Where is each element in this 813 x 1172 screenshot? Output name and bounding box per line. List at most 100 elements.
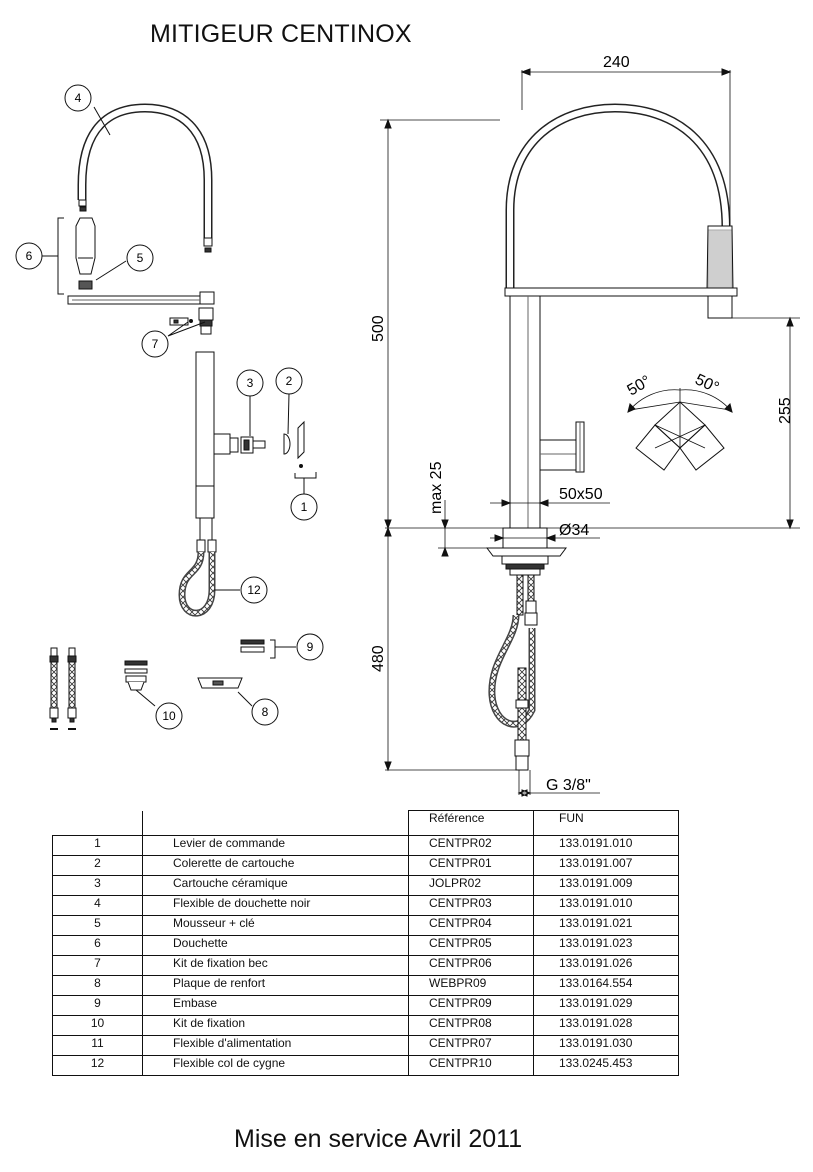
callout-5: 5 (126, 244, 154, 272)
fixation-parts (124, 660, 148, 691)
svg-text:12: 12 (247, 583, 261, 597)
part-description: Plaque de renfort (142, 974, 409, 996)
header-reference: Référence (408, 810, 534, 836)
part-description: Cartouche céramique (142, 874, 409, 896)
part-reference: CENTPR08 (408, 1014, 534, 1036)
part-number: 3 (52, 874, 143, 896)
dim-square: 50x50 (559, 486, 603, 503)
part-description: Flexible d'alimentation (142, 1034, 409, 1056)
dim-base-max: max 25 (428, 461, 445, 514)
part-number: 1 (52, 834, 143, 856)
footer-text: Mise en service Avril 2011 (234, 1125, 523, 1153)
part-fun-code: 133.0191.029 (533, 994, 679, 1016)
part-number: 4 (52, 894, 143, 916)
svg-text:10: 10 (162, 709, 176, 723)
part-reference: CENTPR05 (408, 934, 534, 956)
collar (283, 433, 291, 455)
aerator (78, 280, 93, 290)
lever (297, 420, 305, 460)
callout-12: 12 (240, 576, 268, 604)
svg-text:4: 4 (75, 91, 82, 105)
callout-6: 6 (15, 242, 43, 270)
part-reference: JOLPR02 (408, 874, 534, 896)
part-number: 5 (52, 914, 143, 936)
part-reference: CENTPR07 (408, 1034, 534, 1056)
svg-text:1: 1 (301, 500, 308, 514)
part-number: 12 (52, 1054, 143, 1076)
svg-text:5: 5 (137, 251, 144, 265)
part-fun-code: 133.0191.023 (533, 934, 679, 956)
dim-spout-height: 255 (777, 397, 794, 424)
part-fun-code: 133.0245.453 (533, 1054, 679, 1076)
part-number: 2 (52, 854, 143, 876)
part-reference: WEBPR09 (408, 974, 534, 996)
part-description: Colerette de cartouche (142, 854, 409, 876)
assembled-view (380, 68, 800, 797)
part-number: 7 (52, 954, 143, 976)
callout-10: 10 (155, 702, 183, 730)
part-description: Kit de fixation (142, 1014, 409, 1036)
callout-4: 4 (64, 84, 92, 112)
assembled-body (509, 295, 541, 529)
part-fun-code: 133.0191.010 (533, 834, 679, 856)
part-reference: CENTPR10 (408, 1054, 534, 1076)
part-fun-code: 133.0191.021 (533, 914, 679, 936)
part-description: Kit de fixation bec (142, 954, 409, 976)
part-reference: CENTPR01 (408, 854, 534, 876)
svg-text:3: 3 (247, 376, 254, 390)
part-number: 11 (52, 1034, 143, 1056)
assembled-handle (539, 439, 577, 471)
callout-8: 8 (251, 698, 279, 726)
part-fun-code: 133.0191.026 (533, 954, 679, 976)
dim-angle-right: 50° (692, 371, 721, 397)
embase (240, 639, 265, 645)
callout-1: 1 (290, 493, 318, 521)
part-description: Levier de commande (142, 834, 409, 856)
part-fun-code: 133.0164.554 (533, 974, 679, 996)
part-fun-code: 133.0191.009 (533, 874, 679, 896)
svg-text:7: 7 (152, 337, 159, 351)
part-description: Douchette (142, 934, 409, 956)
body (195, 351, 215, 487)
part-fun-code: 133.0191.010 (533, 894, 679, 916)
dim-diameter: Ø34 (559, 522, 589, 539)
part-reference: CENTPR02 (408, 834, 534, 856)
callout-3: 3 (236, 369, 264, 397)
part-reference: CENTPR06 (408, 954, 534, 976)
shower-head (75, 217, 96, 275)
part-number: 6 (52, 934, 143, 956)
part-number: 8 (52, 974, 143, 996)
part-description: Flexible col de cygne (142, 1054, 409, 1076)
technical-drawing: 4 6 5 7 3 2 1 12 9 10 8 (15, 54, 800, 797)
dim-thread: G 3/8" (546, 777, 591, 794)
table-header-row: Référence FUN (52, 810, 679, 836)
part-description: Mousseur + clé (142, 914, 409, 936)
supply-hoses (49, 647, 77, 730)
part-reference: CENTPR03 (408, 894, 534, 916)
assembled-spout-arm (504, 287, 738, 297)
svg-text:9: 9 (307, 640, 314, 654)
callout-2: 2 (275, 367, 303, 395)
dim-width: 240 (603, 54, 630, 71)
part-number: 10 (52, 1014, 143, 1036)
angle-detail (627, 388, 733, 471)
header-fun: FUN (533, 810, 679, 836)
dim-height-bottom: 480 (370, 645, 387, 672)
part-fun-code: 133.0191.030 (533, 1034, 679, 1056)
callout-9: 9 (296, 633, 324, 661)
part-reference: CENTPR09 (408, 994, 534, 1016)
svg-text:6: 6 (26, 249, 33, 263)
